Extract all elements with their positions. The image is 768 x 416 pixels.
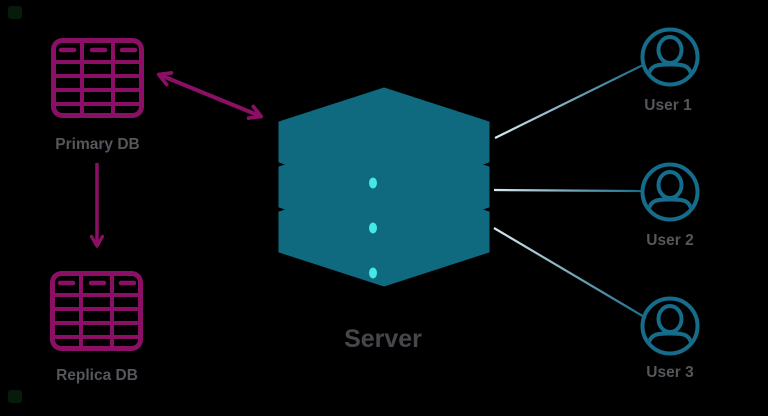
edge-server-user1 [494,64,644,139]
edge-server-user2 [493,188,642,193]
server-led-icon [369,267,377,279]
replica-db-icon [53,274,141,349]
background-artifact-mark [8,390,22,403]
server-label: Server [344,325,422,353]
user-1-label: User 1 [644,97,692,114]
user-3-icon [643,299,698,354]
background-artifact-mark [8,6,22,19]
replica-db-label: Replica DB [56,367,138,384]
person-icon [643,165,698,220]
table-grid-icon [53,274,141,349]
user-2-icon [643,165,698,220]
person-icon [643,30,698,85]
server-stack-icon [278,87,490,287]
person-icon [643,299,698,354]
user-1-icon [643,30,698,85]
server-led-icon [369,222,377,234]
edge-server-user3 [493,227,647,319]
primary-db-label: Primary DB [55,136,139,153]
primary-db-icon [54,41,142,116]
user-2-label: User 2 [646,232,693,249]
table-grid-icon [54,41,142,116]
user-3-label: User 3 [646,364,694,381]
edge-primarydb-server-bidirectional-arrow [156,71,264,120]
server-led-icon [369,177,377,189]
